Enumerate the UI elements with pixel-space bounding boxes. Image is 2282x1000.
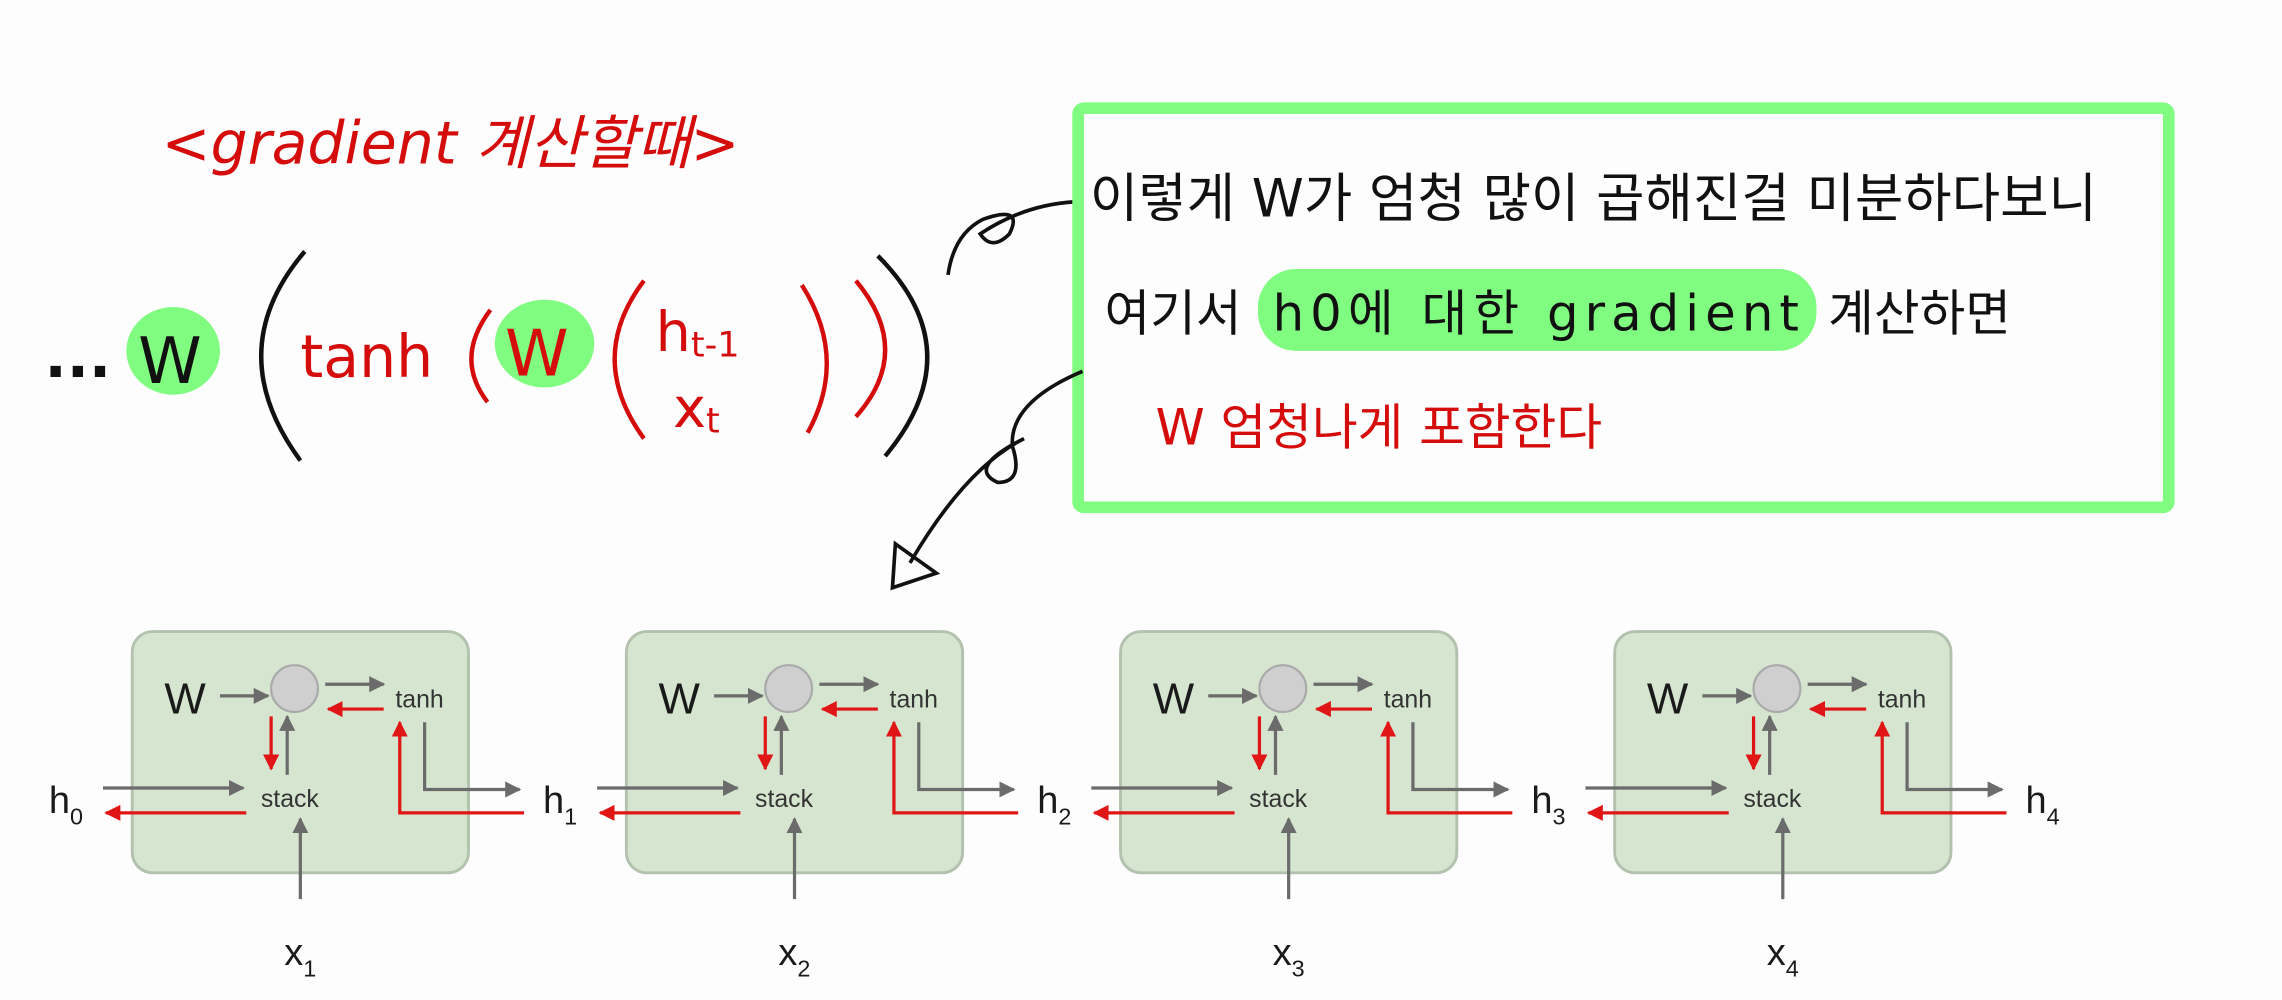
cell-stack-label: stack <box>755 786 814 813</box>
formula-tanh: tanh <box>300 323 433 391</box>
input-label-base: x <box>778 932 797 974</box>
formula-prefix: ... <box>45 323 112 391</box>
formula-w-outer: W <box>138 324 202 399</box>
cell-weight-label: W <box>659 674 701 723</box>
multiply-node <box>764 664 814 714</box>
arrow-tanh-to-h <box>1411 722 1510 798</box>
formula-x-cur: x <box>673 376 706 441</box>
formula-h-prev-sub: t-1 <box>691 325 740 366</box>
input-label: x4 <box>1767 932 1799 982</box>
hidden-state-sub: 4 <box>2047 804 2060 830</box>
note-line-2-prefix: 여기서 <box>1104 284 1241 342</box>
formula-h-prev: h <box>656 300 691 365</box>
arrow-tanh-to-h <box>917 722 1016 798</box>
red-open-paren <box>469 308 493 404</box>
note-line-3: W 엄청나게 포함한다 <box>1156 398 1602 456</box>
cell-weight-label: W <box>1153 674 1195 723</box>
red-close-paren <box>854 279 888 419</box>
cell-stack-label: stack <box>261 786 320 813</box>
multiply-node <box>270 664 319 714</box>
multiply-node <box>1258 664 1308 714</box>
vector-close-paren <box>799 283 829 434</box>
input-label-sub: 4 <box>1786 956 1799 982</box>
grad-arrow-h-to-tanh <box>1380 720 1513 815</box>
grad-arrow-h-to-tanh <box>391 720 525 815</box>
connector-curl <box>946 199 1076 276</box>
arrow-tanh-to-h <box>423 722 522 798</box>
note-line-2-suffix: 계산하면 <box>1828 284 2011 342</box>
grad-arrow-h-to-tanh <box>885 720 1019 815</box>
input-label: x1 <box>284 932 316 982</box>
note-box: 이렇게 W가 엄청 많이 곱해진걸 미분하다보니 여기서 h0에 대한 grad… <box>1072 102 2175 514</box>
arrow-tanh-to-h <box>1905 722 2004 798</box>
input-label-sub: 3 <box>1292 956 1305 982</box>
formula-x-cur-sub: t <box>706 401 720 442</box>
title-note: <gradient 계산할때> <box>161 110 739 178</box>
hidden-state-0: h0 <box>49 780 83 830</box>
hidden-state-base: h <box>49 780 70 822</box>
cell-op-label: tanh <box>890 687 938 714</box>
hidden-state-base: h <box>543 780 564 822</box>
input-label-sub: 2 <box>797 956 810 982</box>
highlight-w-outer <box>126 307 220 395</box>
highlight-w-inner <box>494 299 595 388</box>
hidden-state-base: h <box>1531 780 1552 822</box>
hidden-state-sub: 2 <box>1058 804 1071 830</box>
hidden-state-base: h <box>1037 780 1058 822</box>
big-close-paren <box>876 254 930 458</box>
hidden-state-sub: 3 <box>1552 804 1565 830</box>
cell-op-label: tanh <box>1878 687 1926 714</box>
multiply-node <box>1752 664 1802 714</box>
note-line-1: 이렇게 W가 엄청 많이 곱해진걸 미분하다보니 <box>1090 168 2097 229</box>
big-open-paren <box>259 250 307 462</box>
cell-weight-label: W <box>1647 674 1689 723</box>
cell-stack-label: stack <box>1249 786 1308 813</box>
hidden-state-1: h1 <box>543 780 577 830</box>
input-label: x3 <box>1273 932 1305 982</box>
cell-op-label: tanh <box>395 687 443 714</box>
input-label-sub: 1 <box>303 956 316 982</box>
formula-w-inner: W <box>505 317 569 392</box>
svg-text:ht-1: ht-1 <box>656 300 740 366</box>
grad-arrow-h-to-tanh <box>1874 720 2007 815</box>
note-highlight <box>1257 269 1817 351</box>
cell-stack-label: stack <box>1743 786 1802 813</box>
svg-text:xt: xt <box>673 376 720 442</box>
hidden-state-sub: 0 <box>70 804 83 830</box>
pointer-arrow <box>890 369 1084 591</box>
vector-open-paren <box>612 279 646 440</box>
input-label-base: x <box>1273 932 1292 974</box>
note-line-2-highlight: h0에 대한 gradient <box>1273 284 1799 342</box>
formula: ... W tanh W ht-1 xt <box>45 250 930 462</box>
input-label: x2 <box>778 932 810 982</box>
hidden-state-base: h <box>2026 780 2047 822</box>
hidden-state-sub: 1 <box>564 804 577 830</box>
hidden-state-4: h4 <box>2026 780 2060 830</box>
cell-op-label: tanh <box>1384 687 1432 714</box>
input-label-base: x <box>284 932 303 974</box>
hidden-state-2: h2 <box>1037 780 1071 830</box>
hidden-state-3: h3 <box>1531 780 1565 830</box>
cell-weight-label: W <box>164 674 206 723</box>
input-label-base: x <box>1767 932 1786 974</box>
